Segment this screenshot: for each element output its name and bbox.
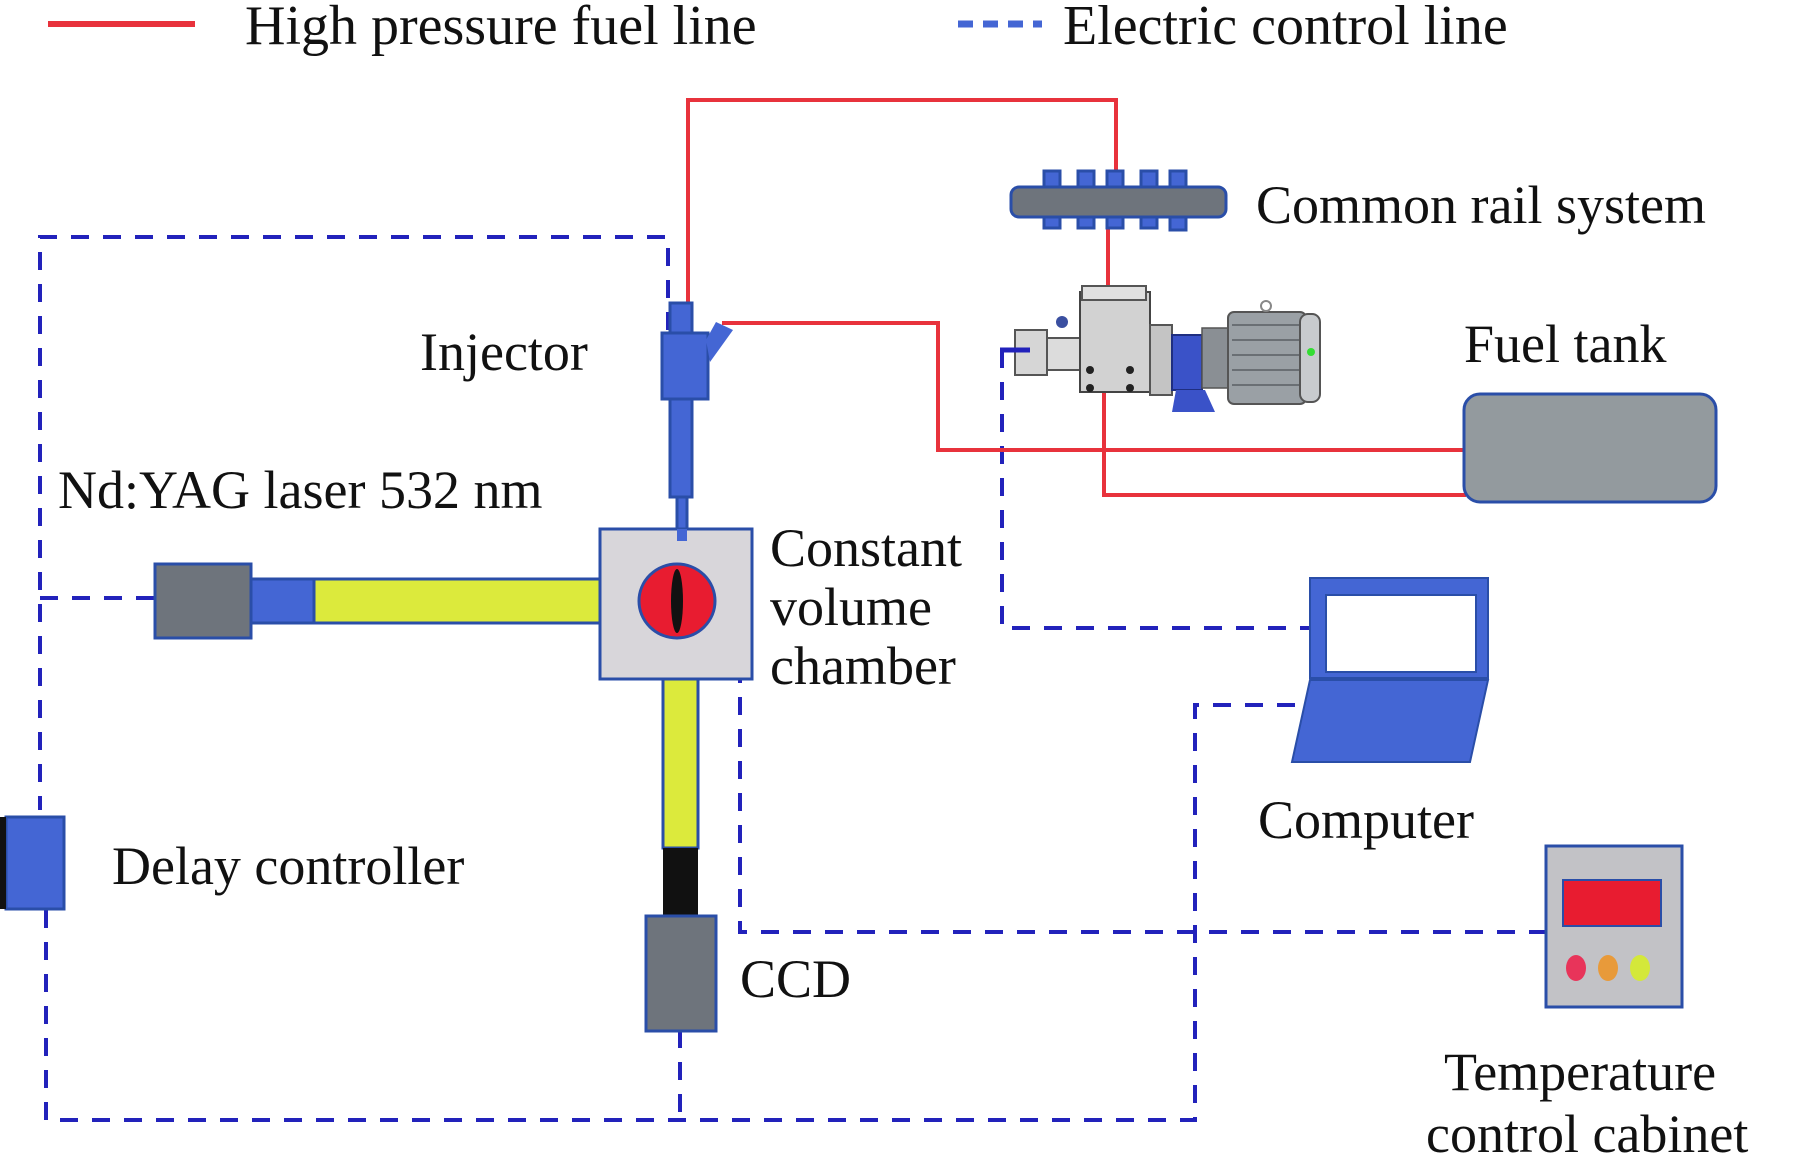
ccd-beam-vertical — [661, 677, 700, 850]
computer-label: Computer — [1258, 790, 1474, 850]
injector-label: Injector — [420, 322, 588, 382]
injector: Injector — [420, 301, 733, 543]
computer-keyboard — [1290, 679, 1490, 763]
fuel-lines — [686, 98, 1466, 497]
laser-collimator — [249, 577, 316, 625]
cabinet-label-line1: Temperature — [1444, 1042, 1716, 1102]
fuel-line-injector-return — [722, 321, 1466, 452]
pump-top — [1081, 285, 1147, 301]
ccd-body — [644, 914, 718, 1033]
computer: Computer — [1258, 577, 1490, 850]
laser-beam-horizontal — [312, 577, 602, 625]
fuel-tank-body — [1462, 392, 1718, 504]
fuel-tank: Fuel tank — [1462, 314, 1718, 504]
legend-fuel-line-label: High pressure fuel line — [245, 0, 757, 57]
cabinet-label-line2: control cabinet — [1426, 1104, 1748, 1164]
fuel-line-rail-to-injector — [686, 98, 1118, 330]
delay-controller-label: Delay controller — [112, 836, 464, 896]
motor-flange-blue — [1171, 334, 1203, 391]
motor-base-blue — [1172, 390, 1215, 412]
pump-body — [1079, 291, 1151, 393]
cabinet-display — [1562, 879, 1662, 927]
elec-line-chamber-temp — [738, 665, 1546, 934]
delay-controller: Delay controller — [0, 815, 464, 911]
computer-display — [1325, 594, 1477, 673]
coupling — [1149, 324, 1173, 396]
legend-electric-line-label: Electric control line — [1063, 0, 1508, 57]
laser: Nd:YAG laser 532 nm — [58, 460, 602, 640]
laser-label: Nd:YAG laser 532 nm — [58, 460, 542, 520]
delay-controller-body — [4, 815, 66, 911]
elec-line-injector-loop — [38, 235, 670, 810]
common-rail: Common rail system — [1009, 169, 1706, 235]
electric-control-lines — [38, 235, 1546, 1122]
rail-body — [1009, 185, 1228, 219]
cabinet-knob-red — [1566, 955, 1586, 981]
legend: High pressure fuel line Electric control… — [48, 0, 1508, 57]
constant-volume-chamber: Constant volume chamber — [598, 518, 962, 696]
spray-plume — [671, 569, 683, 633]
elec-line-pump-computer — [1000, 350, 1310, 630]
fuel-line-pump-to-tank — [1102, 390, 1466, 497]
cabinet-knob-yellow — [1630, 955, 1650, 981]
temperature-control-cabinet: Temperature control cabinet — [1426, 844, 1748, 1164]
chamber-label-line1: Constant — [770, 518, 962, 578]
ccd-label: CCD — [740, 949, 851, 1009]
cabinet-knob-orange — [1598, 955, 1618, 981]
motor-end-cap — [1299, 313, 1321, 403]
ccd-lens — [663, 848, 698, 916]
ccd-camera: CCD — [644, 677, 851, 1033]
laser-head — [153, 562, 253, 640]
chamber-label-line2: volume — [770, 577, 932, 637]
common-rail-label: Common rail system — [1256, 175, 1706, 235]
elec-line-delay-bottom — [44, 703, 1325, 1122]
chamber-label-line3: chamber — [770, 636, 956, 696]
fuel-tank-label: Fuel tank — [1464, 314, 1666, 374]
motor-indicator — [1307, 348, 1315, 356]
pump-motor-assembly — [1000, 285, 1321, 412]
motor-neck — [1201, 327, 1229, 389]
